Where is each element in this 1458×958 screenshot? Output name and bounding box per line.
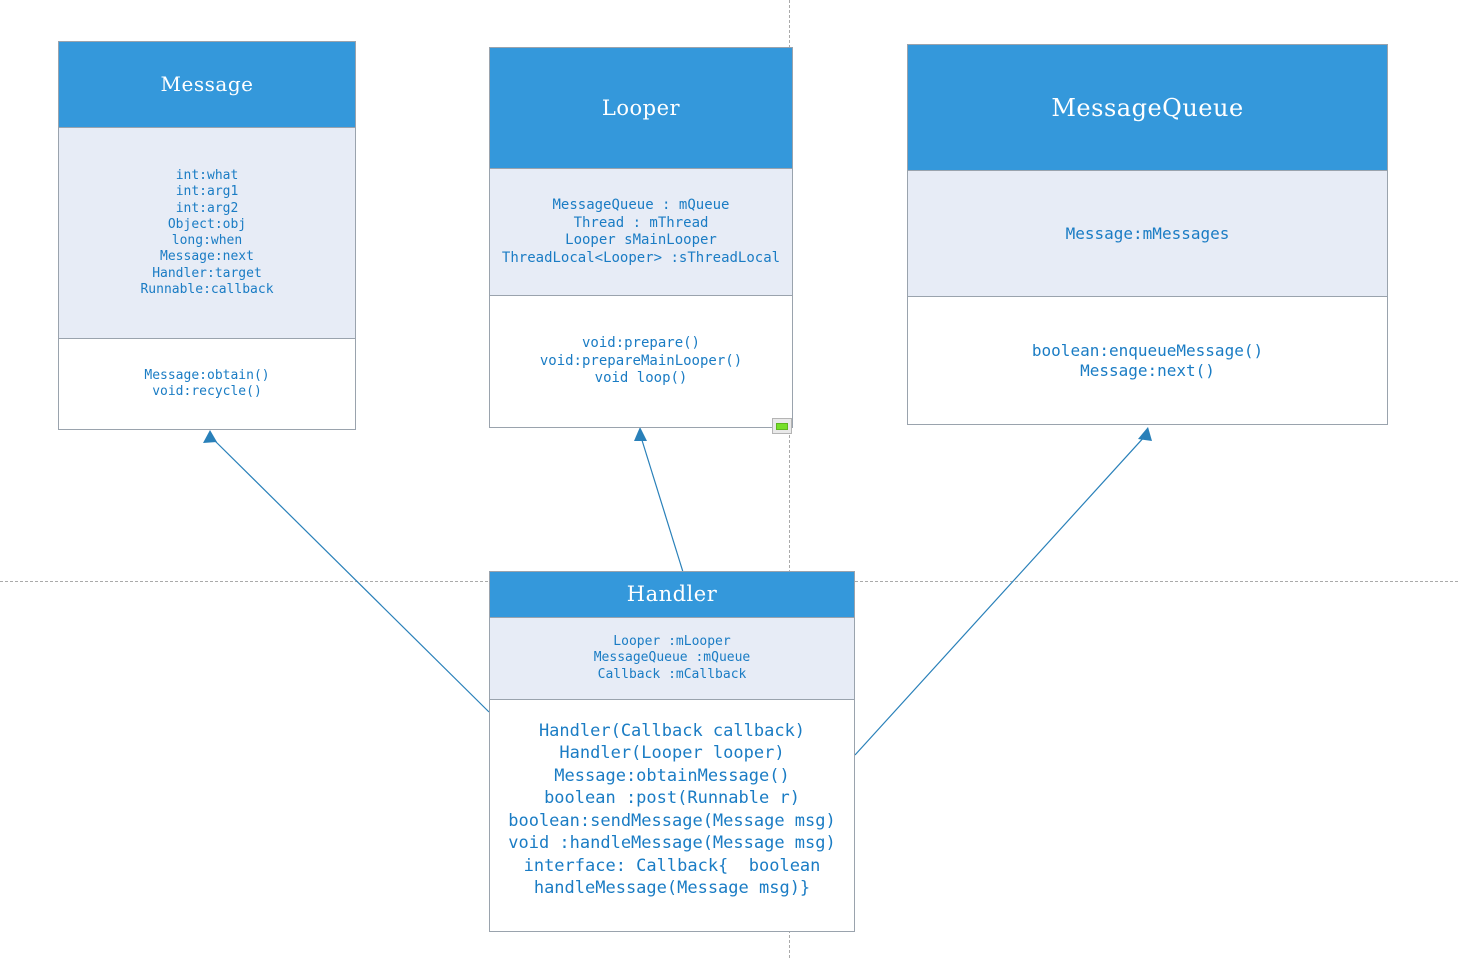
attributes-compartment-messagequeue: Message:mMessages xyxy=(908,171,1387,297)
uml-class-looper[interactable]: Looper MessageQueue : mQueue Thread : mT… xyxy=(489,47,793,428)
operation-item: Message:obtainMessage() xyxy=(554,765,790,786)
class-name-text: Message xyxy=(160,72,254,96)
operation-item: Message:next() xyxy=(1080,360,1215,380)
connector-handler-messagequeue xyxy=(854,434,1147,756)
operation-item: Handler(Looper looper) xyxy=(559,743,785,764)
attributes-compartment-handler: Looper :mLooper MessageQueue :mQueue Cal… xyxy=(490,618,854,700)
operation-item: Message:obtain() xyxy=(144,367,270,383)
attribute-item: int:what xyxy=(175,168,239,183)
operations-compartment-handler: Handler(Callback callback) Handler(Loope… xyxy=(490,700,854,931)
operation-item: interface: Callback{ boolean xyxy=(523,855,821,876)
attribute-item: MessageQueue :mQueue xyxy=(593,650,751,666)
attribute-item: Looper sMainLooper xyxy=(565,232,717,248)
operation-item: boolean :post(Runnable r) xyxy=(544,788,800,809)
operation-item: void:prepare() xyxy=(581,335,700,352)
uml-class-messagequeue[interactable]: MessageQueue Message:mMessages boolean:e… xyxy=(907,44,1388,425)
operations-compartment-message: Message:obtain() void:recycle() xyxy=(59,339,355,429)
class-name-text: Handler xyxy=(626,582,718,607)
connector-handler-message xyxy=(209,435,490,713)
operation-item: void loop() xyxy=(594,370,688,387)
arrowhead-messagequeue xyxy=(1138,427,1152,441)
attribute-item: Callback :mCallback xyxy=(597,666,747,682)
attribute-item: Thread : mThread xyxy=(573,214,709,231)
attribute-item: Runnable:callback xyxy=(140,281,274,297)
operation-item: void:recycle() xyxy=(152,384,262,399)
class-name-text: MessageQueue xyxy=(1051,93,1244,122)
operations-compartment-messagequeue: boolean:enqueueMessage() Message:next() xyxy=(908,297,1387,424)
attribute-item: int:arg1 xyxy=(175,184,239,200)
attributes-compartment-looper: MessageQueue : mQueue Thread : mThread L… xyxy=(490,169,792,296)
collapse-bar xyxy=(776,422,788,430)
operation-item: boolean:enqueueMessage() xyxy=(1031,340,1264,360)
attribute-item: Message:next xyxy=(160,249,254,265)
attributes-compartment-message: int:what int:arg1 int:arg2 Object:obj lo… xyxy=(59,128,355,339)
attribute-item: MessageQueue : mQueue xyxy=(552,197,730,213)
operation-item: void:prepareMainLooper() xyxy=(539,352,743,369)
operation-item: boolean:sendMessage(Message msg) xyxy=(508,810,836,831)
uml-class-handler[interactable]: Handler Looper :mLooper MessageQueue :mQ… xyxy=(489,571,855,932)
class-name-text: Looper xyxy=(601,95,681,120)
attribute-item: ThreadLocal<Looper> :sThreadLocal xyxy=(501,249,781,266)
arrowhead-message xyxy=(203,430,217,443)
class-title-messagequeue: MessageQueue xyxy=(908,45,1387,171)
connector-handler-looper xyxy=(640,436,684,573)
collapse-minus-icon[interactable] xyxy=(772,418,792,434)
class-title-message: Message xyxy=(59,42,355,128)
uml-class-message[interactable]: Message int:what int:arg1 int:arg2 Objec… xyxy=(58,41,356,430)
operation-item: handleMessage(Message msg)} xyxy=(533,878,811,899)
attribute-item: int:arg2 xyxy=(175,200,239,216)
attribute-item: Message:mMessages xyxy=(1065,223,1230,243)
vertical-guide-line xyxy=(789,0,790,958)
attribute-item: Object:obj xyxy=(167,216,247,232)
class-title-looper: Looper xyxy=(490,48,792,169)
operation-item: Handler(Callback callback) xyxy=(538,721,806,741)
attribute-item: Handler:target xyxy=(152,265,262,281)
operations-compartment-looper: void:prepare() void:prepareMainLooper() … xyxy=(490,296,792,427)
attribute-item: Looper :mLooper xyxy=(613,634,731,650)
arrowhead-looper xyxy=(634,427,647,441)
attribute-item: long:when xyxy=(171,233,243,248)
operation-item: void :handleMessage(Message msg) xyxy=(508,833,836,854)
class-title-handler: Handler xyxy=(490,572,854,618)
